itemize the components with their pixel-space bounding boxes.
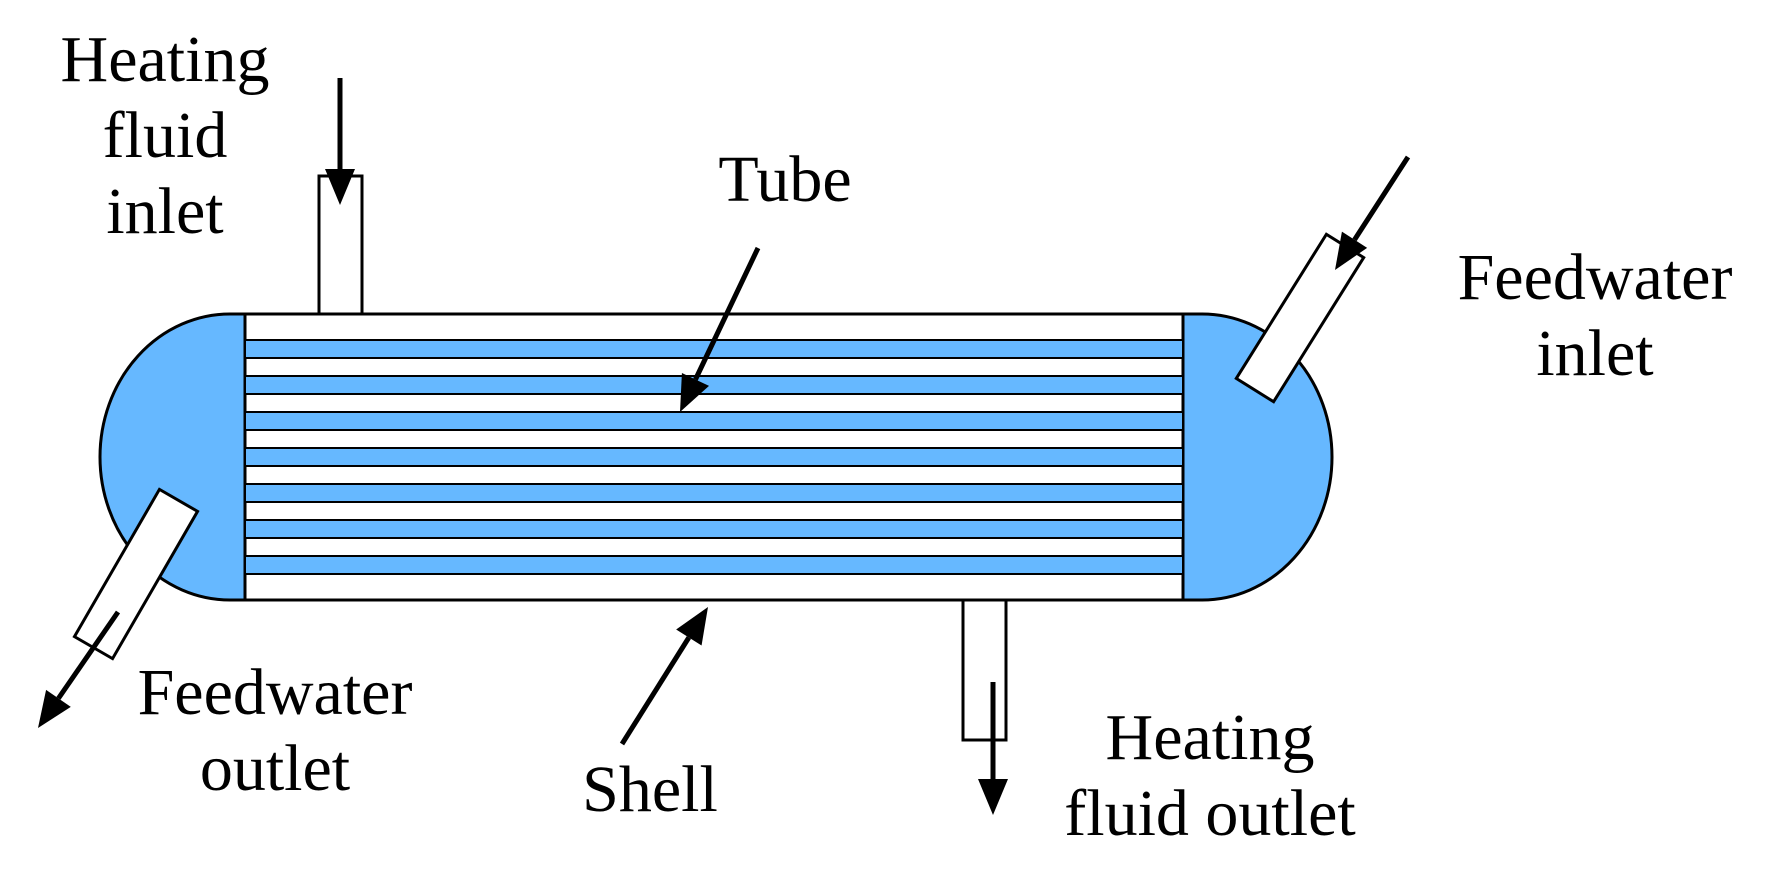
label-feedwater-outlet: Feedwater outlet [137, 656, 413, 805]
tube [244, 519, 1184, 539]
tube [244, 555, 1184, 575]
label-tube: Tube [718, 143, 852, 216]
heating-fluid-outlet-arrow [978, 682, 1008, 815]
label-heating-fluid-outlet: Heating fluid outlet [1064, 701, 1356, 850]
tube-arrow [680, 246, 761, 412]
flow-arrows [38, 78, 1411, 815]
feedwater-inlet-arrow [1335, 155, 1411, 270]
feedwater-outlet-arrow [38, 610, 121, 728]
heating-fluid-inlet-arrow [325, 78, 355, 205]
label-shell: Shell [582, 753, 718, 826]
label-feedwater-inlet: Feedwater inlet [1457, 241, 1733, 390]
shell-arrow [619, 607, 708, 746]
tube [244, 375, 1184, 395]
tube [244, 411, 1184, 431]
heating-fluid-inlet-nozzle [317, 174, 364, 316]
label-heating-fluid-inlet: Heating fluid inlet [60, 23, 270, 248]
tube [244, 483, 1184, 503]
right-head [1181, 312, 1334, 602]
heating-fluid-outlet-nozzle [961, 598, 1008, 742]
tube [244, 447, 1184, 467]
tube-bundle [244, 339, 1184, 575]
